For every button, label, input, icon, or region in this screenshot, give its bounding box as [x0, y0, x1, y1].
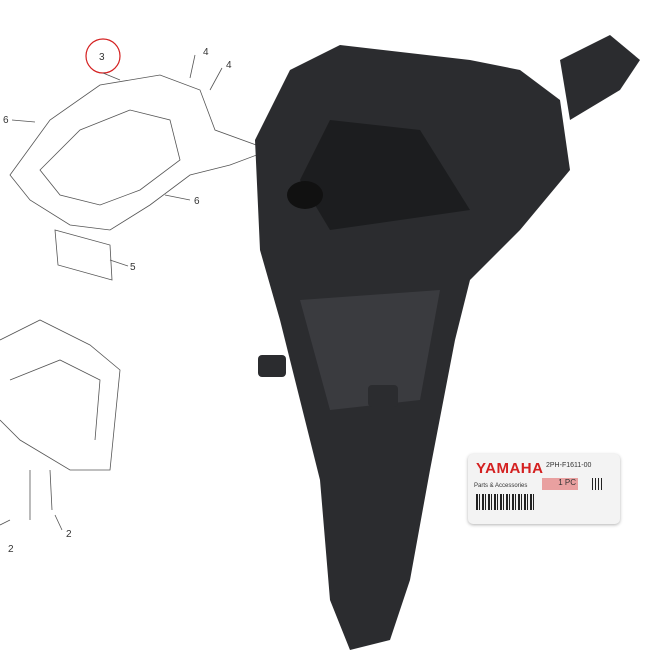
part-number: 2PH-F1611-00 — [546, 462, 592, 469]
callout-2b: 2 — [66, 529, 72, 540]
brand-name: YAMAHA — [476, 460, 544, 477]
quantity: 1 PC — [542, 478, 578, 490]
rear-fender — [255, 35, 640, 650]
callout-6b: 6 — [194, 196, 200, 207]
tagline: Parts & Accessories — [474, 483, 528, 489]
callout-4: 4 — [203, 47, 209, 58]
callout-4b: 4 — [226, 60, 232, 71]
callout-2: 2 — [8, 544, 14, 555]
callout-3: 3 — [99, 52, 105, 63]
barcode-icon — [476, 494, 536, 510]
product-label: YAMAHA 2PH-F1611-00 Parts & Accessories … — [468, 454, 620, 524]
line-drawing — [0, 54, 272, 531]
callout-6: 6 — [3, 115, 9, 126]
barcode-small-icon — [592, 478, 604, 490]
callout-5: 5 — [130, 262, 136, 273]
